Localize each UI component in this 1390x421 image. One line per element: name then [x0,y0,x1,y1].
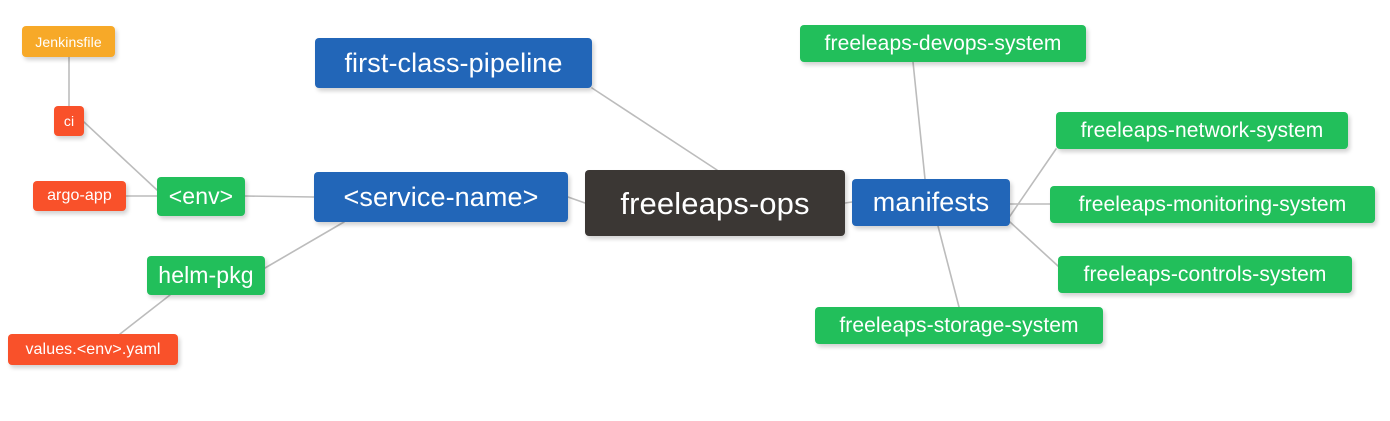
mindmap-node-service-name[interactable]: <service-name> [314,172,568,222]
node-label-helm-pkg: helm-pkg [158,262,254,288]
node-label-service-name: <service-name> [343,181,539,212]
node-label-ci: ci [63,113,75,129]
node-label-env: <env> [168,183,234,209]
mindmap-node-freeleaps-devops-system[interactable]: freeleaps-devops-system [800,25,1086,62]
node-label-argo-app: argo-app [47,187,112,204]
mindmap-node-values-env-yaml[interactable]: values.<env>.yaml [8,334,178,365]
edge-freeleaps-ops-to-manifests [844,201,853,204]
mindmap-node-freeleaps-storage-system[interactable]: freeleaps-storage-system [815,307,1103,344]
mindmap-node-freeleaps-monitoring-system[interactable]: freeleaps-monitoring-system [1050,186,1375,223]
mindmap-node-env[interactable]: <env> [157,177,245,216]
mindmap-node-first-class-pipeline[interactable]: first-class-pipeline [315,38,592,88]
node-label-jenkinsfile: Jenkinsfile [35,33,102,50]
node-label-freeleaps-controls-system: freeleaps-controls-system [1083,263,1327,286]
mindmap-node-jenkinsfile[interactable]: Jenkinsfile [22,26,115,57]
node-label-freeleaps-ops: freeleaps-ops [620,185,810,221]
edge-env-to-ci [83,121,158,191]
node-label-freeleaps-storage-system: freeleaps-storage-system [839,314,1079,337]
mindmap-node-helm-pkg[interactable]: helm-pkg [147,256,265,295]
node-label-manifests: manifests [872,187,990,217]
mindmap-node-freeleaps-controls-system[interactable]: freeleaps-controls-system [1058,256,1352,293]
mindmap-node-ci[interactable]: ci [54,106,84,136]
node-label-values-env-yaml: values.<env>.yaml [25,340,161,358]
mindmap-node-freeleaps-ops[interactable]: freeleaps-ops [585,170,845,236]
node-label-freeleaps-network-system: freeleaps-network-system [1080,119,1324,142]
node-label-freeleaps-devops-system: freeleaps-devops-system [824,32,1062,55]
mindmap-node-freeleaps-network-system[interactable]: freeleaps-network-system [1056,112,1348,149]
mindmap-node-manifests[interactable]: manifests [852,179,1010,226]
edge-manifests-to-freeleaps-controls-system [1009,221,1059,267]
edge-freeleaps-ops-to-first-class-pipeline [591,87,718,171]
mindmap-node-argo-app[interactable]: argo-app [33,181,126,211]
edge-manifests-to-freeleaps-devops-system [912,61,926,180]
node-label-freeleaps-monitoring-system: freeleaps-monitoring-system [1078,193,1347,216]
edge-service-name-to-env [244,195,315,198]
edge-helm-pkg-to-values-env-yaml [119,294,171,335]
edge-service-name-to-helm-pkg [264,221,345,269]
node-label-first-class-pipeline: first-class-pipeline [344,47,563,78]
edge-manifests-to-freeleaps-storage-system [937,225,960,308]
edge-freeleaps-ops-to-service-name [567,196,586,204]
